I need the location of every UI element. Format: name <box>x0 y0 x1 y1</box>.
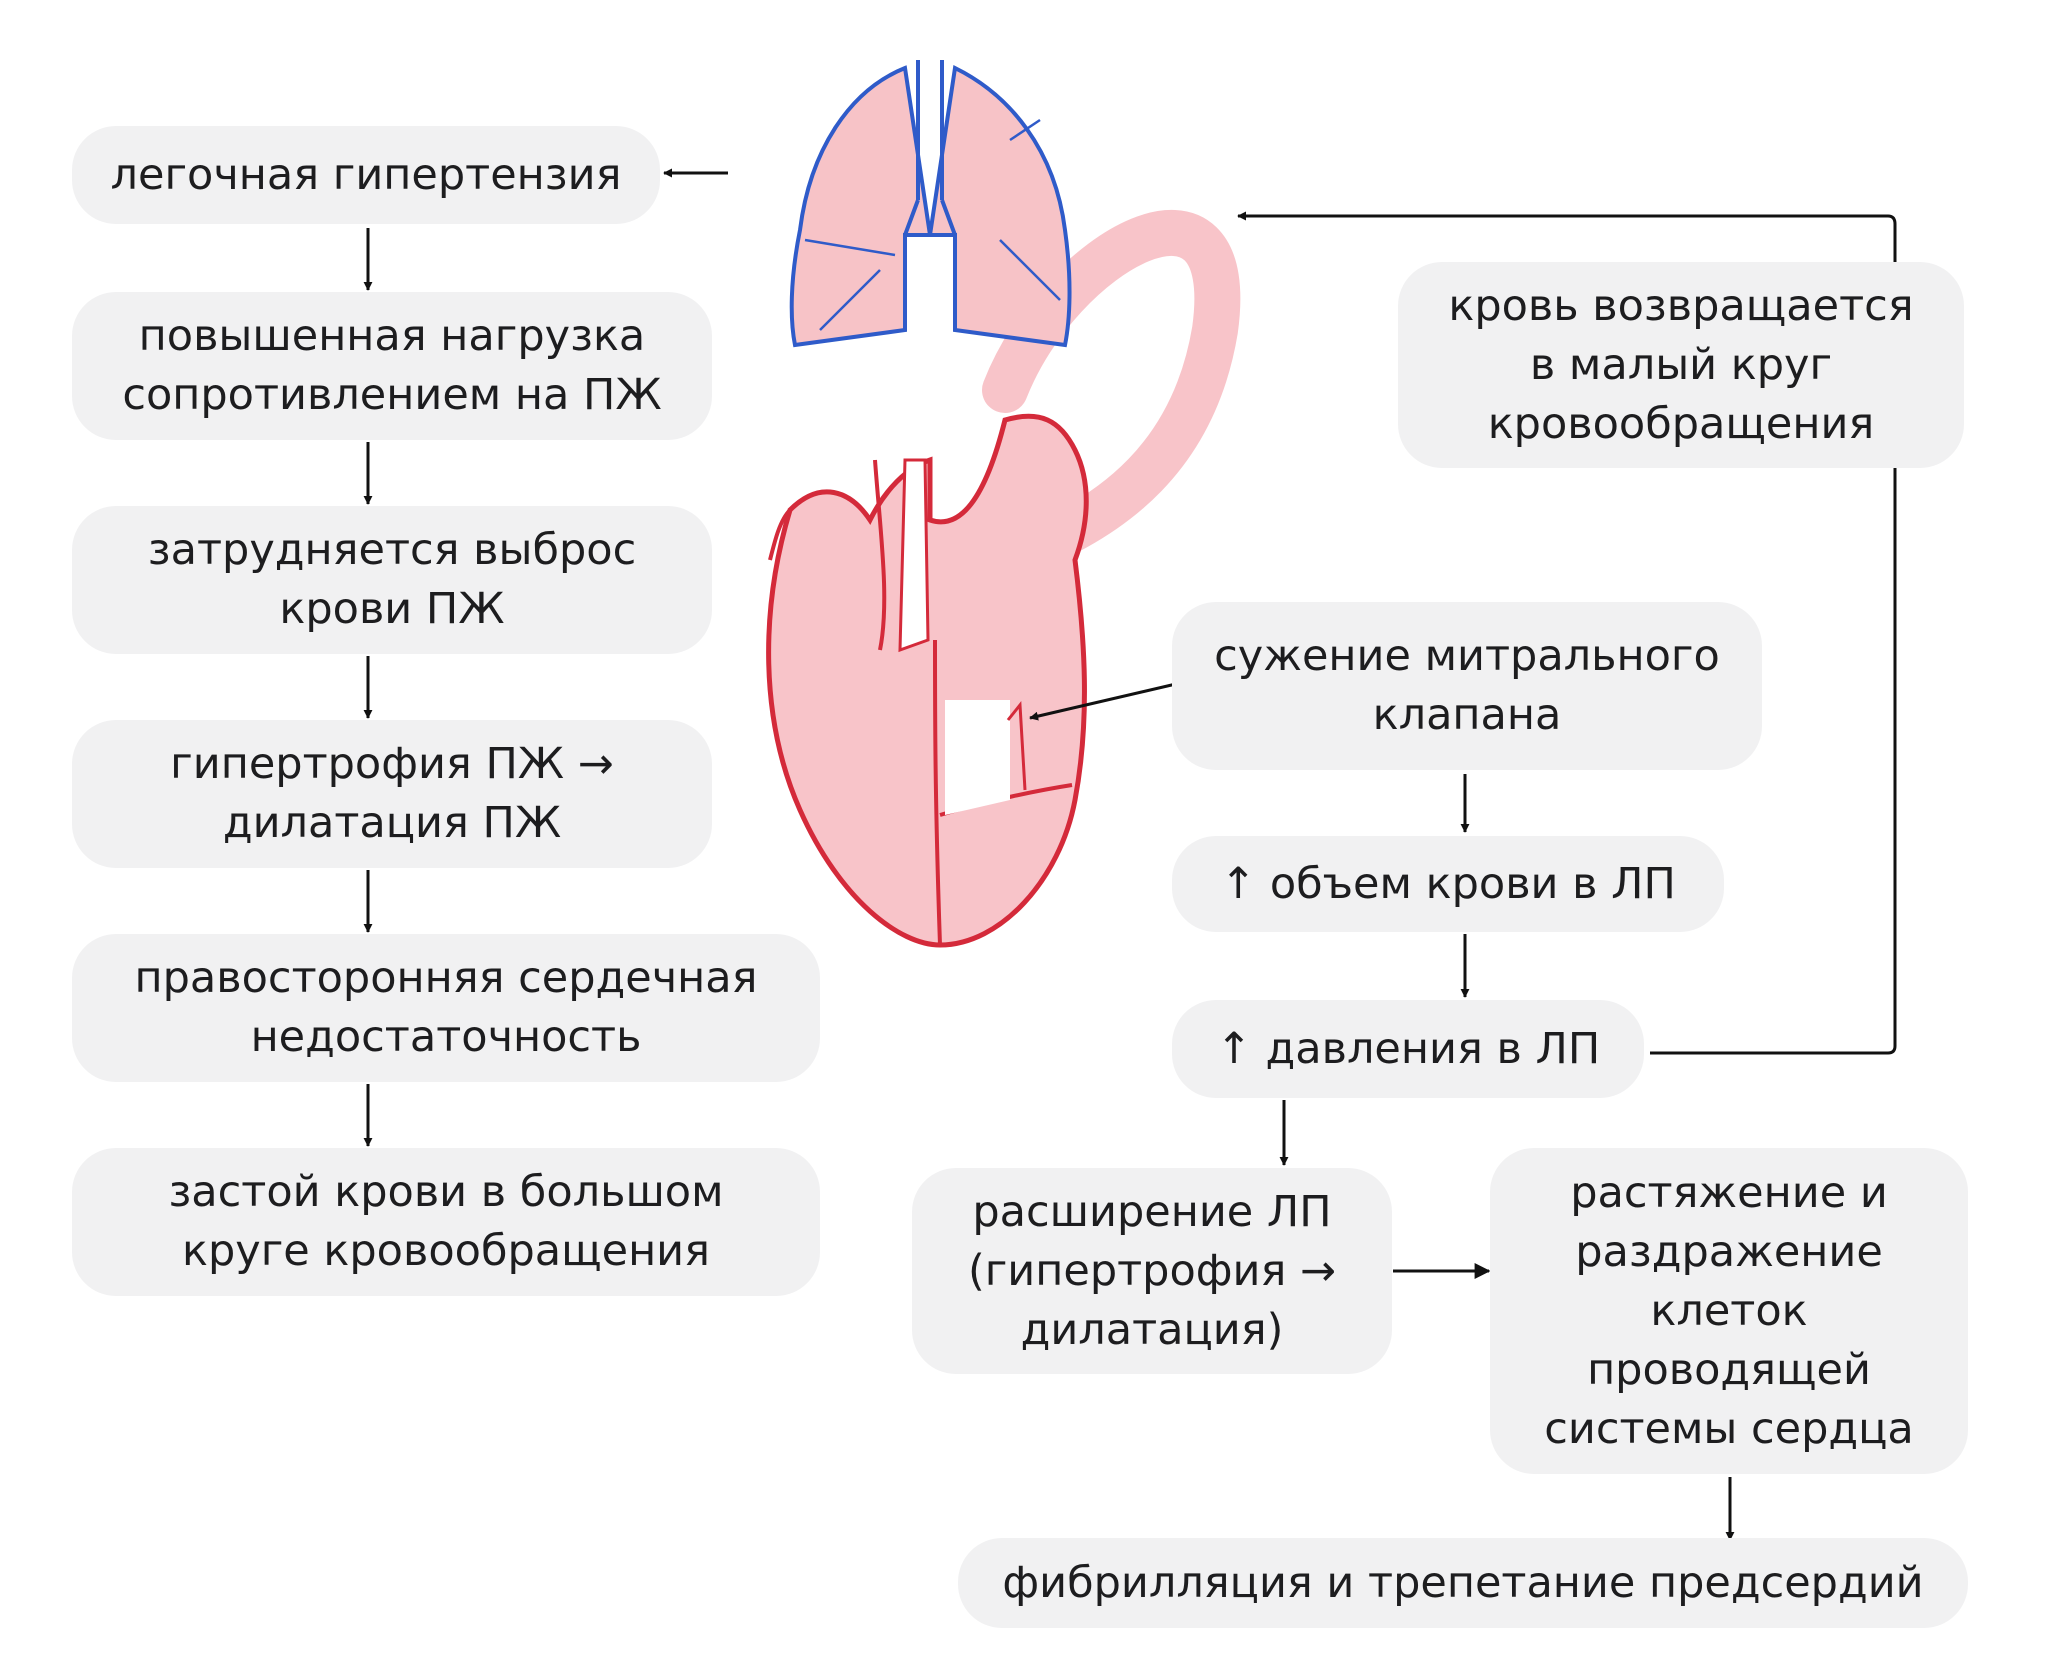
pulmonary-hypertension-box: легочная гипертензия <box>72 126 660 224</box>
systemic-congestion-box: застой крови в большом круге кровообраще… <box>72 1148 820 1296</box>
mitral-stenosis-box: сужение митрального клапана <box>1172 602 1762 770</box>
lungs-icon <box>789 60 1072 348</box>
rv-hypertrophy-dilation-box: гипертрофия ПЖ → дилатация ПЖ <box>72 720 712 868</box>
vessel-icon <box>977 209 1241 583</box>
rv-ejection-impaired-box: затрудняется выброс крови ПЖ <box>72 506 712 654</box>
rv-pressure-overload-box: повышенная нагрузка сопротивлением на ПЖ <box>72 292 712 440</box>
right-chain-arrows <box>1029 211 1897 1541</box>
conduction-stretch-box: растяжение и раздражение клеток проводящ… <box>1490 1148 1968 1474</box>
heart-icon <box>766 413 1089 948</box>
la-volume-box: ↑ объем крови в ЛП <box>1172 836 1724 932</box>
right-heart-failure-box: правосторонняя сердечная недостаточность <box>72 934 820 1082</box>
blood-returns-box: кровь возвращается в малый круг кровообр… <box>1398 262 1964 468</box>
left-chain-arrows <box>363 168 728 1147</box>
la-pressure-box: ↑ давления в ЛП <box>1172 1000 1644 1098</box>
la-dilation-box: расширение ЛП (гипертрофия → дилатация) <box>912 1168 1392 1374</box>
atrial-fibrillation-box: фибрилляция и трепетание предсердий <box>958 1538 1968 1628</box>
